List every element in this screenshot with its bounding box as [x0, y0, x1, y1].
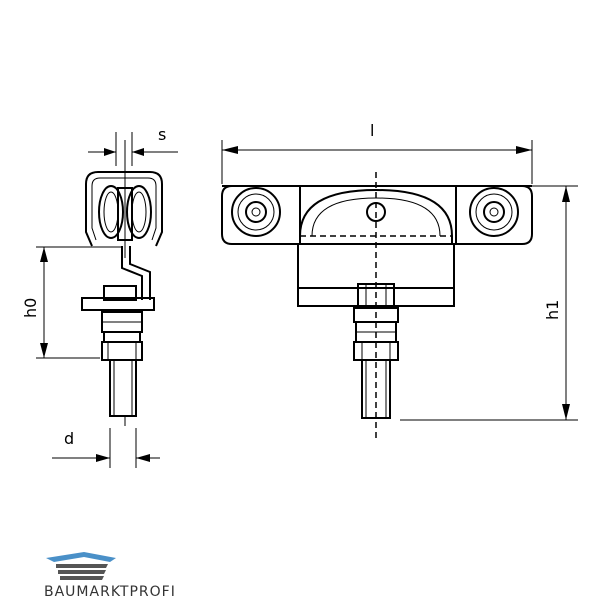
side-view: [36, 132, 178, 468]
label-s: s: [158, 125, 166, 144]
label-h1: h1: [543, 300, 562, 320]
brand-name: BAUMARKTPROFI: [44, 584, 176, 600]
baumarktprofi-logo-icon: [46, 552, 116, 580]
label-l: l: [370, 121, 374, 140]
label-h0: h0: [21, 298, 40, 318]
brand-logo: BAUMARKTPROFI: [44, 552, 176, 600]
label-d: d: [64, 429, 74, 448]
front-view: [221, 140, 578, 440]
